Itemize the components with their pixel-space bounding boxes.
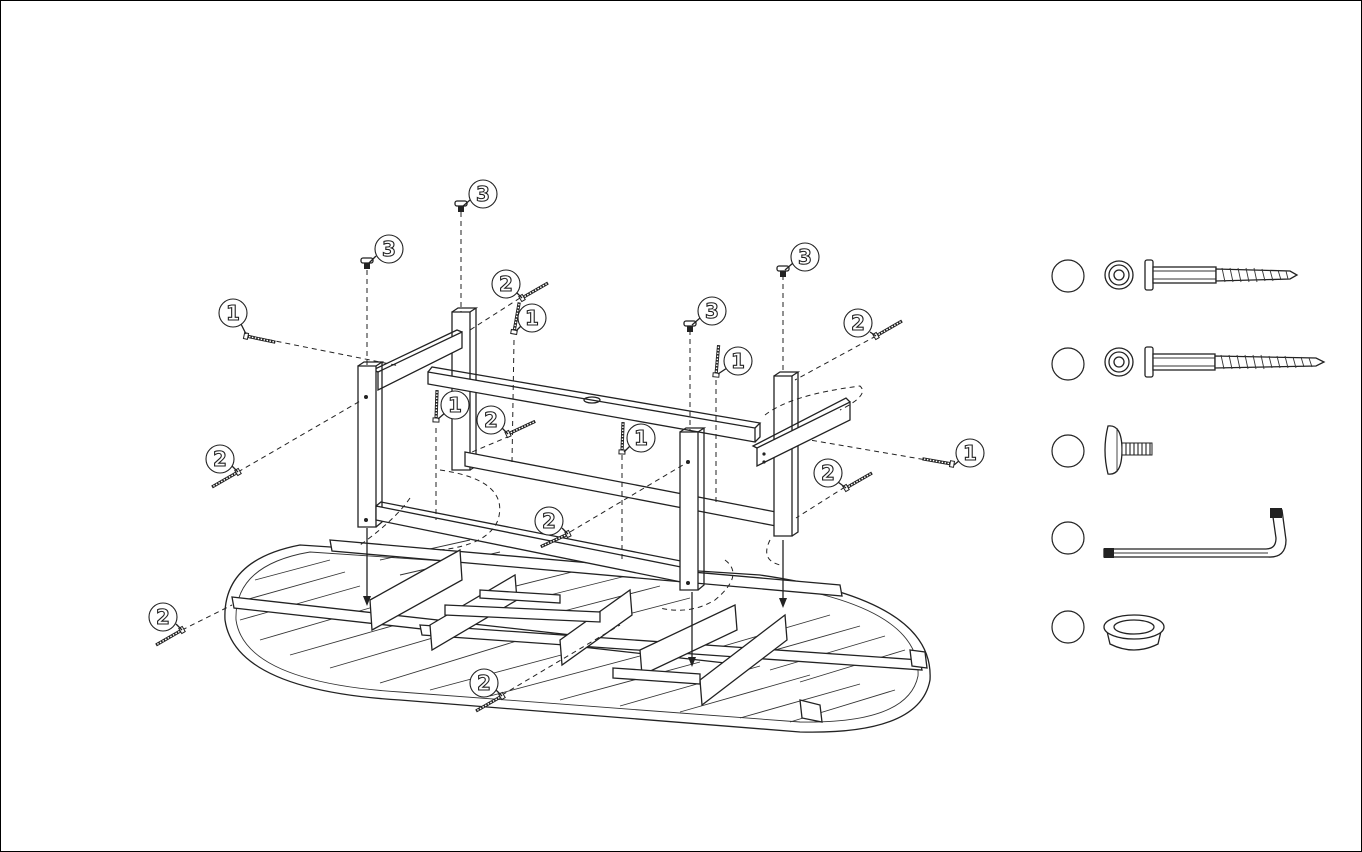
legend-circle-5: [1052, 611, 1084, 643]
svg-text:2: 2: [821, 461, 835, 485]
allen-key-icon: [1104, 508, 1286, 558]
svg-text:2: 2: [484, 408, 498, 432]
parts-legend: [1052, 260, 1324, 650]
legend-row-2: [1052, 347, 1324, 380]
callout-2-a: 2: [492, 270, 522, 298]
legend-row-1: [1052, 260, 1297, 292]
callout-2-g: 2: [149, 603, 182, 631]
callout-1-a: 1: [219, 299, 247, 334]
svg-text:3: 3: [382, 237, 396, 261]
short-bolt-with-washer-icon: [1105, 260, 1297, 290]
callout-2-f: 2: [814, 459, 846, 488]
svg-text:3: 3: [798, 245, 812, 269]
callout-1-c: 1: [438, 391, 469, 419]
svg-text:2: 2: [542, 509, 556, 533]
svg-text:1: 1: [634, 426, 648, 450]
callout-2-e: 2: [844, 309, 876, 337]
legend-circle-2: [1052, 348, 1084, 380]
callout-1-d: 1: [624, 424, 655, 452]
legend-row-4: [1052, 508, 1286, 558]
svg-text:3: 3: [476, 182, 490, 206]
svg-text:1: 1: [525, 306, 539, 330]
callout-3-d: 3: [785, 243, 819, 271]
svg-text:3: 3: [705, 299, 719, 323]
callout-2-d: 2: [535, 507, 568, 535]
callout-1-b: 1: [516, 304, 546, 332]
legend-circle-3: [1052, 435, 1084, 467]
callout-2-c: 2: [477, 406, 508, 434]
table-top: [225, 540, 930, 732]
callout-1-f: 1: [954, 439, 984, 467]
table-frame: [358, 308, 850, 590]
svg-text:2: 2: [156, 605, 170, 629]
legend-circle-4: [1052, 522, 1084, 554]
callout-3-a: 3: [368, 235, 403, 264]
svg-text:2: 2: [851, 311, 865, 335]
svg-text:2: 2: [499, 272, 513, 296]
svg-text:2: 2: [477, 671, 491, 695]
svg-text:1: 1: [226, 301, 240, 325]
umbrella-hole-cap-icon: [1104, 615, 1164, 650]
svg-text:2: 2: [213, 447, 227, 471]
leveling-foot-icon: [1105, 426, 1152, 474]
legend-circle-1: [1052, 260, 1084, 292]
callout-2-b: 2: [206, 445, 238, 473]
callout-1-e: 1: [718, 347, 752, 375]
legend-row-3: [1052, 426, 1152, 474]
callout-3-c: 3: [692, 297, 726, 325]
long-bolt-with-washer-icon: [1105, 347, 1324, 377]
cap-1: [361, 258, 373, 269]
svg-text:1: 1: [731, 349, 745, 373]
cap-2: [455, 201, 467, 212]
svg-text:1: 1: [963, 441, 977, 465]
svg-text:1: 1: [448, 393, 462, 417]
legend-row-5: [1052, 611, 1164, 650]
